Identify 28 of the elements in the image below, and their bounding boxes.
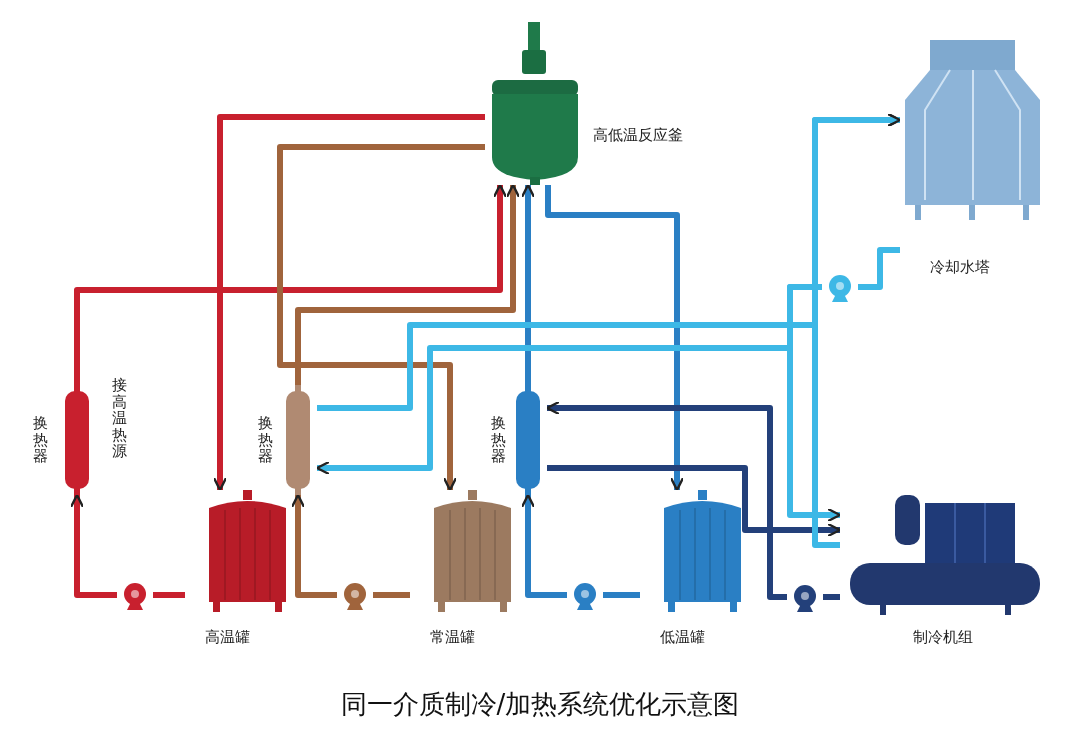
pipe — [547, 465, 842, 538]
pipe — [212, 114, 485, 492]
equipment-label: 冷却水塔 — [930, 256, 990, 278]
pipe — [545, 185, 685, 492]
pipe — [373, 592, 410, 598]
pipe — [295, 183, 521, 385]
pipe — [69, 493, 117, 598]
equipment-label: 高低温反应釜 — [593, 125, 683, 146]
pipe — [315, 284, 822, 476]
pipe — [603, 592, 640, 598]
equipment-label: 换热器 — [33, 415, 48, 465]
caption: 同一介质制冷/加热系统优化示意图 — [339, 688, 741, 721]
pipe — [823, 594, 840, 600]
equipment-label: 常温罐 — [429, 626, 476, 648]
note-label: 接高温热源 — [112, 377, 127, 460]
pipe — [520, 493, 567, 598]
equipment-label: 换热器 — [491, 415, 506, 465]
pipe — [545, 400, 787, 600]
pipe — [153, 592, 185, 598]
pipe — [277, 144, 485, 492]
pipe — [520, 183, 536, 385]
pipe — [290, 493, 337, 598]
pipe — [858, 247, 900, 290]
equipment-label: 高温罐 — [204, 626, 251, 648]
equipment-label: 低温罐 — [659, 626, 706, 648]
equipment-label: 换热器 — [258, 415, 273, 465]
pipe — [74, 183, 508, 385]
equipment-label: 制冷机组 — [911, 626, 974, 648]
